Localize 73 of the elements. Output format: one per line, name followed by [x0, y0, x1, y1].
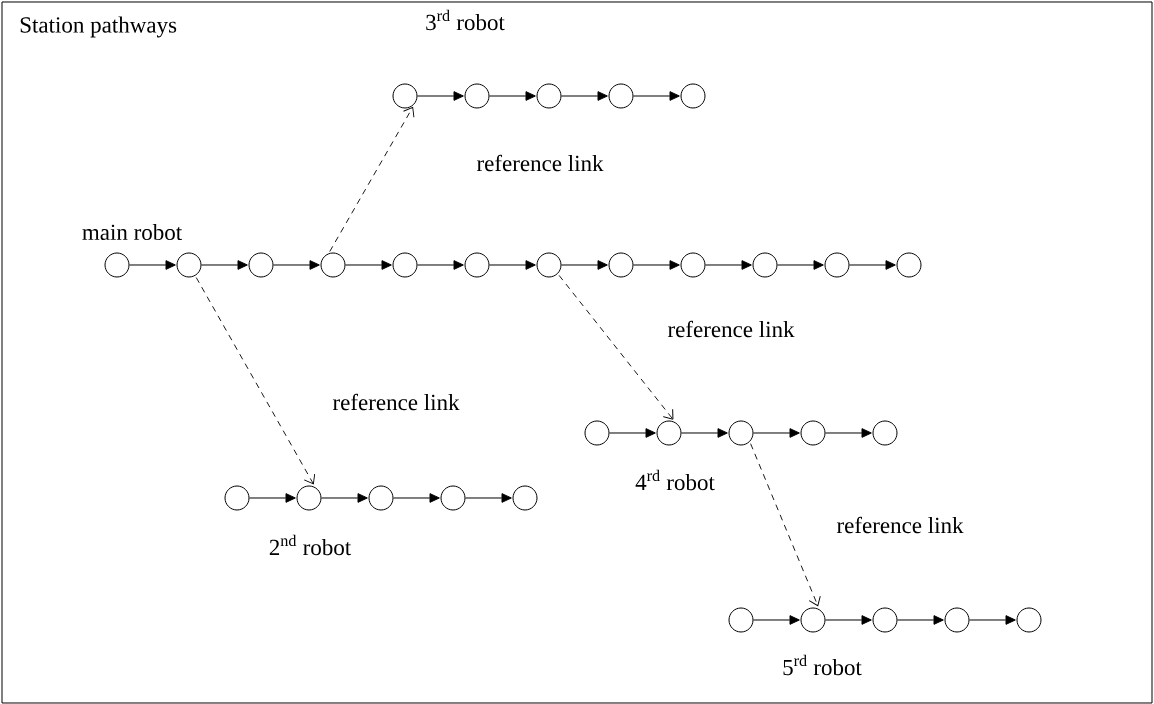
dashed-arrow	[195, 277, 316, 485]
arrow	[897, 615, 944, 625]
station-circle	[464, 252, 490, 278]
station-circle	[104, 252, 130, 278]
arrow	[465, 493, 512, 503]
arrow	[825, 615, 872, 625]
arrow	[825, 428, 872, 438]
station-circle	[608, 83, 634, 109]
station-circle	[512, 485, 538, 511]
arrow	[561, 91, 608, 101]
dashed-arrow	[329, 106, 415, 252]
edge-label: reference link	[332, 393, 460, 411]
station-circle	[176, 252, 202, 278]
arrow	[609, 428, 656, 438]
robot-label: 4$^{rd}$ robot	[635, 469, 715, 491]
arrow	[417, 91, 464, 101]
arrow	[345, 260, 392, 270]
arrow	[201, 260, 248, 270]
station-circle	[728, 420, 754, 446]
arrow	[969, 615, 1016, 625]
station-circle	[680, 83, 706, 109]
station-circle	[680, 252, 706, 278]
station-circle	[248, 252, 274, 278]
arrow	[489, 91, 536, 101]
station-circle	[728, 607, 754, 633]
arrow	[561, 260, 608, 270]
arrow	[489, 260, 536, 270]
dashed-arrow	[558, 274, 674, 420]
station-circle	[440, 485, 466, 511]
arrow	[417, 260, 464, 270]
station-circle	[584, 420, 610, 446]
robot-label: main robot	[82, 223, 183, 241]
station-circle	[368, 485, 394, 511]
station-circle	[752, 252, 778, 278]
arrow	[633, 91, 680, 101]
station-circle	[1016, 607, 1042, 633]
title: Station pathways	[20, 16, 177, 38]
edge-label: reference link	[836, 516, 964, 534]
edge-label: reference link	[667, 320, 795, 338]
station-circle	[872, 607, 898, 633]
arrow	[681, 428, 728, 438]
station-circle	[608, 252, 634, 278]
arrow	[753, 615, 800, 625]
arrow	[633, 260, 680, 270]
station-circle	[296, 485, 322, 511]
arrow	[273, 260, 320, 270]
arrow	[849, 260, 896, 270]
station-circle	[320, 252, 346, 278]
arrow	[321, 493, 368, 503]
station-circle	[896, 252, 922, 278]
edge-label: reference link	[476, 154, 604, 172]
station-circle	[392, 252, 418, 278]
station-circle	[536, 252, 562, 278]
station-circle	[800, 420, 826, 446]
station-circle	[656, 420, 682, 446]
station-circle	[824, 252, 850, 278]
robot-label: 2$^{nd}$ robot	[269, 534, 352, 556]
arrow	[393, 493, 440, 503]
arrow	[753, 428, 800, 438]
station-circle	[944, 607, 970, 633]
arrow	[129, 260, 176, 270]
station-circle	[224, 485, 250, 511]
station-circle	[392, 83, 418, 109]
arrow	[705, 260, 752, 270]
station-circle	[800, 607, 826, 633]
robot-label: 5$^{rd}$ robot	[783, 654, 862, 676]
station-circle	[536, 83, 562, 109]
dashed-arrow	[750, 443, 821, 607]
robot-label: 3$^{rd}$ robot	[426, 9, 505, 31]
station-circle	[872, 420, 898, 446]
station-circle	[464, 83, 490, 109]
arrow	[249, 493, 296, 503]
arrow	[777, 260, 824, 270]
